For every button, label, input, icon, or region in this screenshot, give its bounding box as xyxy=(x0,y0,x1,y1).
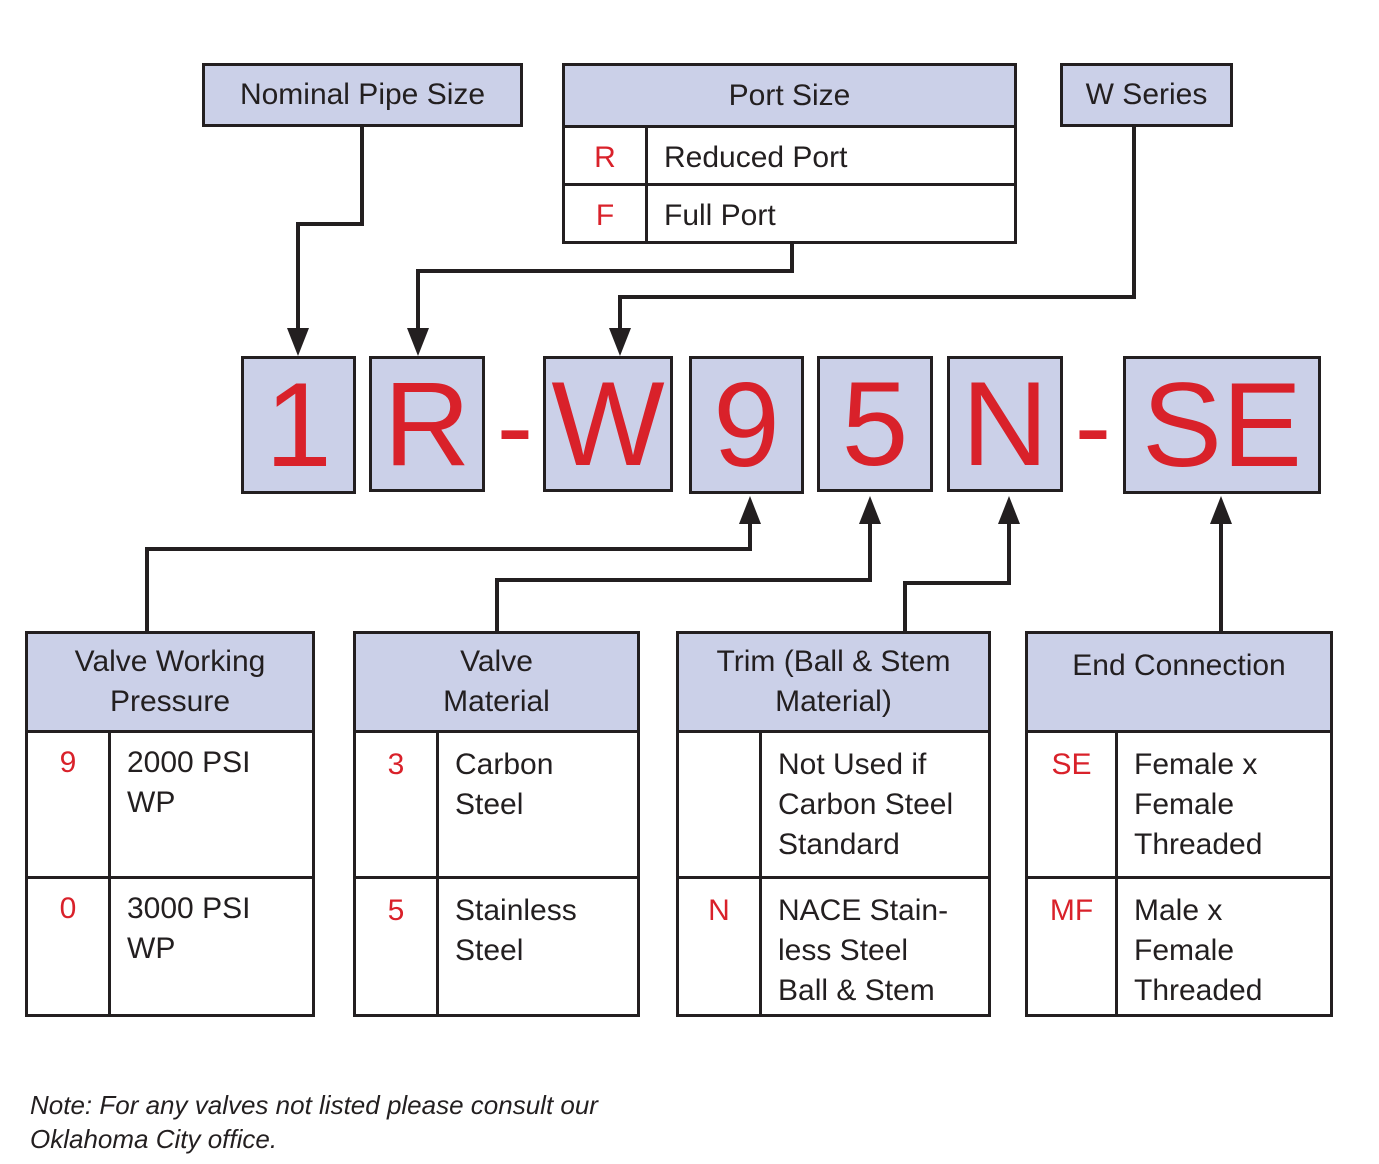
arrowhead-w xyxy=(609,328,631,356)
nominal-pipe-size-label: Nominal Pipe Size xyxy=(239,78,486,111)
trim-connector xyxy=(903,522,1011,632)
arrowhead-5 xyxy=(859,496,881,524)
port-size-connector xyxy=(416,243,794,330)
w-series-connector xyxy=(618,126,1136,330)
nominal-pipe-size-connector xyxy=(296,126,364,330)
end-connection-desc-mf: Male x Female Threaded xyxy=(1115,876,1333,1017)
pressure-connector xyxy=(145,522,752,632)
material-code-3: 3 xyxy=(353,730,439,879)
part-segment-se: SE xyxy=(1123,356,1321,494)
trim-desc-nace: NACE Stain- less Steel Ball & Stem xyxy=(759,876,991,1017)
material-desc-carbon: Carbon Steel xyxy=(436,730,640,879)
end-connection-header: End Connection xyxy=(1025,631,1333,733)
pressure-code-0: 0 xyxy=(25,876,111,1017)
valve-material-table: Valve Material 3 Carbon Steel 5 Stainles… xyxy=(353,631,640,1017)
pressure-desc-3000: 3000 PSI WP xyxy=(108,876,315,1017)
arrowhead-se xyxy=(1210,496,1232,524)
port-size-table: Port Size R Reduced Port F Full Port xyxy=(562,63,1017,244)
port-size-header: Port Size xyxy=(562,63,1017,128)
part-separator-1: - xyxy=(496,365,534,488)
material-code-5: 5 xyxy=(353,876,439,1017)
pressure-desc-2000: 2000 PSI WP xyxy=(108,730,315,879)
part-segment-1: 1 xyxy=(241,356,356,494)
end-connection-code-mf: MF xyxy=(1025,876,1118,1017)
part-segment-5: 5 xyxy=(817,356,933,492)
part-segment-w: W xyxy=(543,356,673,492)
arrowhead-1 xyxy=(287,328,309,356)
port-size-desc-reduced: Reduced Port xyxy=(645,125,1017,186)
port-size-desc-full: Full Port xyxy=(645,183,1017,244)
part-separator-2: - xyxy=(1074,365,1112,488)
trim-table: Trim (Ball & Stem Material) Not Used if … xyxy=(676,631,991,1017)
arrowhead-r xyxy=(407,328,429,356)
part-segment-n: N xyxy=(947,356,1063,492)
port-size-code-r: R xyxy=(562,125,648,186)
material-desc-stainless: Stainless Steel xyxy=(436,876,640,1017)
trim-header: Trim (Ball & Stem Material) xyxy=(676,631,991,733)
arrowhead-9 xyxy=(739,496,761,524)
w-series-box: W Series xyxy=(1060,63,1233,127)
valve-working-pressure-header: Valve Working Pressure xyxy=(25,631,315,733)
port-size-code-f: F xyxy=(562,183,648,244)
pressure-code-9: 9 xyxy=(25,730,111,879)
trim-desc-not-used: Not Used if Carbon Steel Standard xyxy=(759,730,991,879)
port-size-title: Port Size xyxy=(728,78,851,112)
nominal-pipe-size-box: Nominal Pipe Size xyxy=(202,63,523,127)
w-series-label: W Series xyxy=(1085,78,1208,111)
part-segment-r: R xyxy=(369,356,485,492)
end-connection-code-se: SE xyxy=(1025,730,1118,879)
material-connector xyxy=(495,522,872,632)
trim-code-blank xyxy=(676,730,762,879)
footnote: Note: For any valves not listed please c… xyxy=(30,1090,598,1154)
end-connection-table: End Connection SE Female x Female Thread… xyxy=(1025,631,1333,1017)
trim-code-n: N xyxy=(676,876,762,1017)
valve-working-pressure-table: Valve Working Pressure 9 2000 PSI WP 0 3… xyxy=(25,631,315,1017)
part-segment-9: 9 xyxy=(689,356,804,494)
arrowhead-n xyxy=(998,496,1020,524)
end-connection-desc-ff: Female x Female Threaded xyxy=(1115,730,1333,879)
valve-material-header: Valve Material xyxy=(353,631,640,733)
